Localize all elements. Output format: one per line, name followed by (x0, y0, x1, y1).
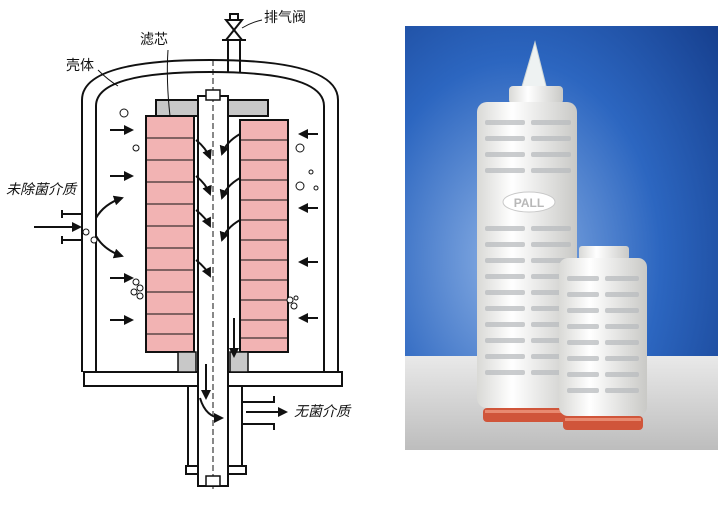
outlet-label: 无菌介质 (294, 404, 350, 420)
filter-core-right (239, 119, 289, 353)
housing-schematic (34, 13, 343, 490)
cartridge-illustration: PALL (405, 26, 718, 450)
filter-core-label: 滤芯 (140, 32, 168, 48)
filter-core-left (145, 115, 195, 353)
vent-valve-label: 排气阀 (264, 10, 306, 26)
inlet-label: 未除菌介质 (6, 182, 76, 198)
short-filter-cartridge (559, 246, 647, 430)
vent-valve (223, 13, 245, 41)
shell-label: 壳体 (66, 58, 94, 74)
pall-logo-text: PALL (514, 196, 544, 210)
shell-outer (81, 58, 339, 372)
filter-cartridge-photo: PALL (405, 26, 718, 450)
shell-inner (95, 70, 325, 372)
filter-housing-diagram: 排气阀 壳体 滤芯 未除菌介质 无菌介质 (6, 10, 350, 490)
tall-filter-cartridge: PALL (477, 40, 577, 422)
